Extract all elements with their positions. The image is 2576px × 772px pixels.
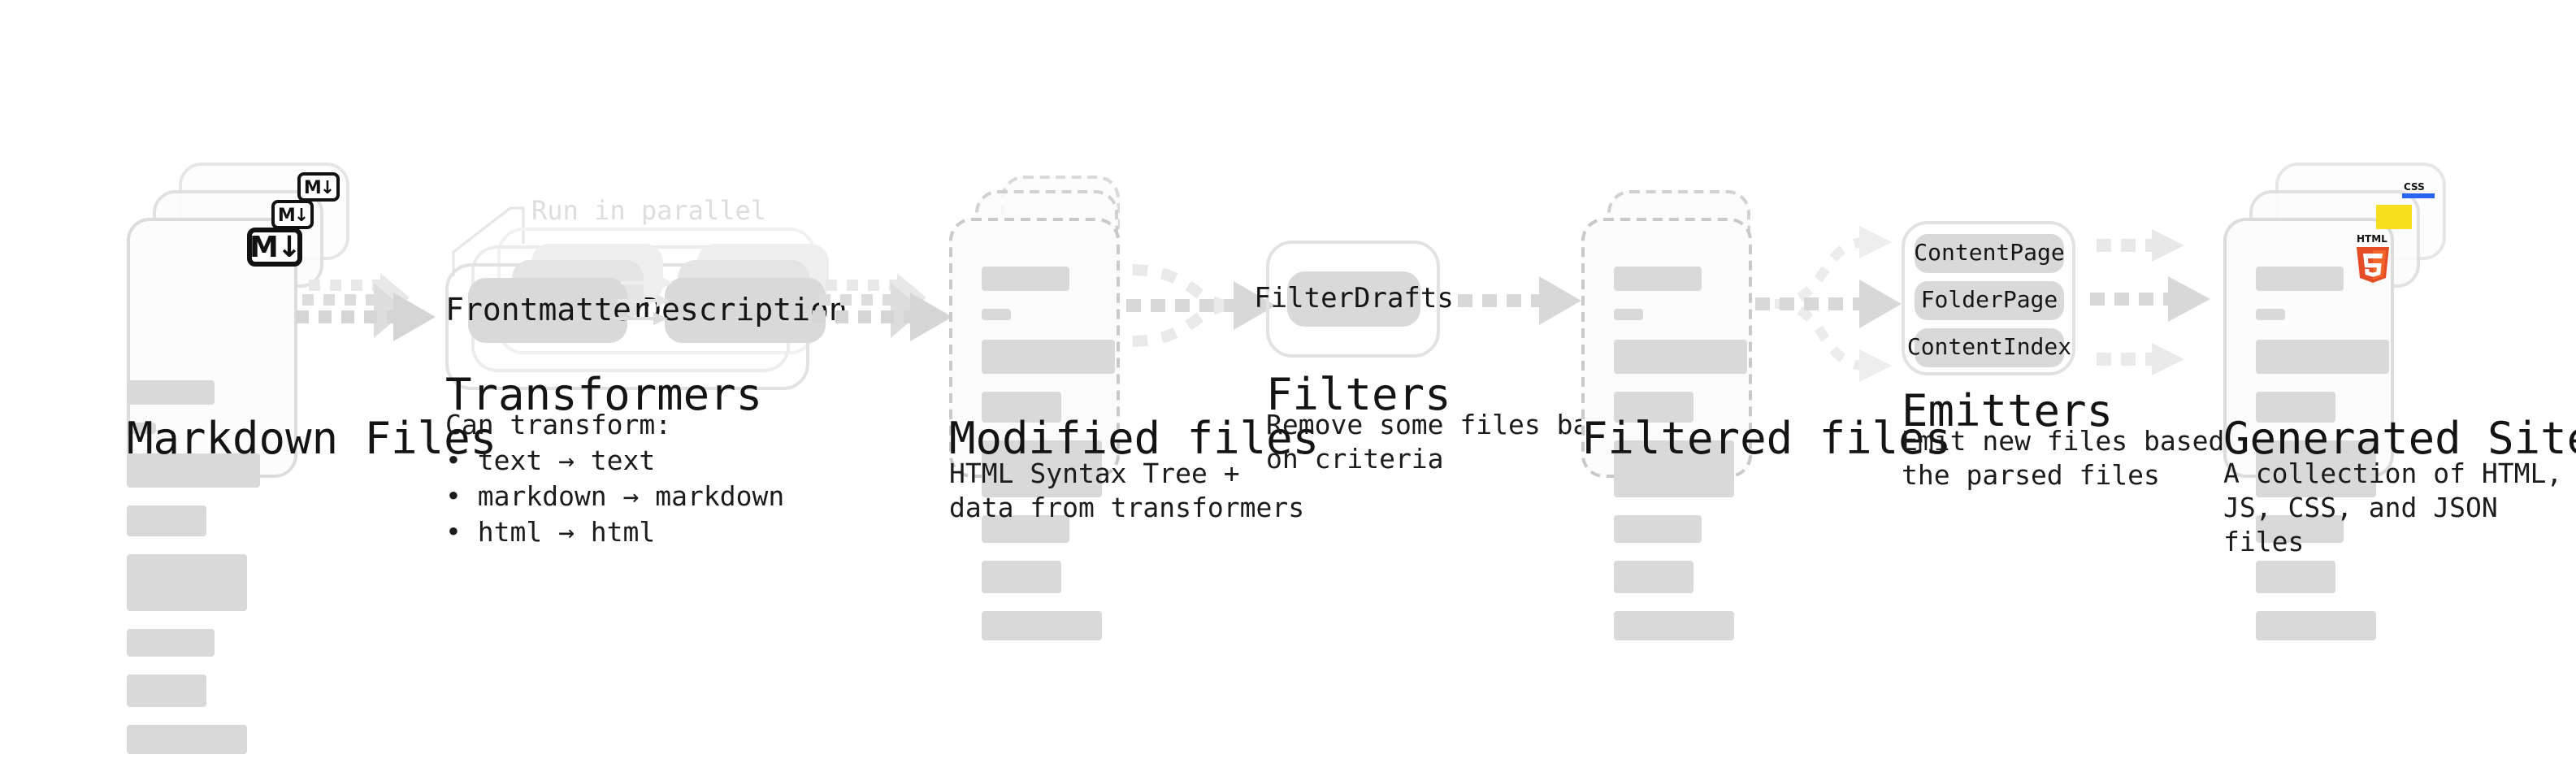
transformer-inner-arrows	[614, 276, 673, 325]
stage-title-filtered-files: Filtered files	[1581, 414, 1952, 465]
html5-icon: HTML	[2357, 233, 2389, 283]
markdown-icon: M↓	[247, 228, 302, 267]
markdown-icon-small-2: M↓	[297, 172, 340, 202]
markdown-icon-small-1: M↓	[271, 200, 314, 229]
stage-title-filters: Filters	[1266, 371, 1451, 421]
stage-desc-generated-site: A collection of HTML, JS, CSS, and JSON …	[2223, 458, 2563, 557]
stage-markdown-files: M↓ M↓ M↓	[127, 163, 468, 754]
stage-title-generated-site: Generated Site	[2223, 414, 2576, 465]
stage-desc-modified-files: HTML Syntax Tree + data from transformer…	[949, 458, 1305, 523]
transformer-pill-description[interactable]: Description	[643, 278, 848, 343]
emitters-pill-contentpage[interactable]: ContentPage	[1914, 234, 2065, 273]
modified-card-content	[982, 267, 1152, 658]
stage-title-transformers: Transformers	[445, 371, 763, 421]
site-card-content	[2256, 267, 2426, 658]
svg-text:CSS: CSS	[2404, 181, 2425, 193]
run-in-parallel-label: Run in parallel	[531, 195, 766, 226]
filters-pill-filterdrafts[interactable]: FilterDrafts	[1254, 271, 1454, 327]
filtered-card-content	[1614, 267, 1785, 658]
run-in-parallel-bracket	[452, 206, 525, 276]
arrow-transformers-to-modified	[813, 273, 952, 341]
javascript-icon	[2376, 205, 2412, 229]
transformer-pill-frontmatter[interactable]: Frontmatter	[445, 278, 650, 343]
filters-group-box	[1266, 241, 1440, 358]
stage-title-modified-files: Modified files	[949, 414, 1320, 465]
arrow-emitters-to-site	[2090, 229, 2210, 375]
stage-desc-emitters: Emit new files based on the parsed files	[1902, 426, 2273, 491]
arrow-filters-to-filtered	[1458, 276, 1581, 325]
arrow-markdown-to-transformers	[296, 273, 436, 341]
emitters-pill-folderpage[interactable]: FolderPage	[1915, 281, 2064, 320]
emitters-group-box	[1902, 221, 2075, 375]
svg-text:HTML: HTML	[2357, 233, 2387, 245]
stage-title-markdown-files: Markdown Files	[127, 414, 497, 465]
arrow-modified-to-filters	[1126, 264, 1276, 347]
css3-icon: CSS	[2402, 181, 2435, 198]
arrow-filtered-to-emitters	[1755, 226, 1902, 382]
emitters-pill-contentindex[interactable]: ContentIndex	[1907, 328, 2071, 367]
stage-title-emitters: Emitters	[1902, 387, 2114, 437]
stage-desc-transformers: Can transform: • text → text • markdown …	[445, 410, 785, 548]
pipeline-diagram: M↓ M↓ M↓ Markdown Files	[127, 163, 2576, 754]
